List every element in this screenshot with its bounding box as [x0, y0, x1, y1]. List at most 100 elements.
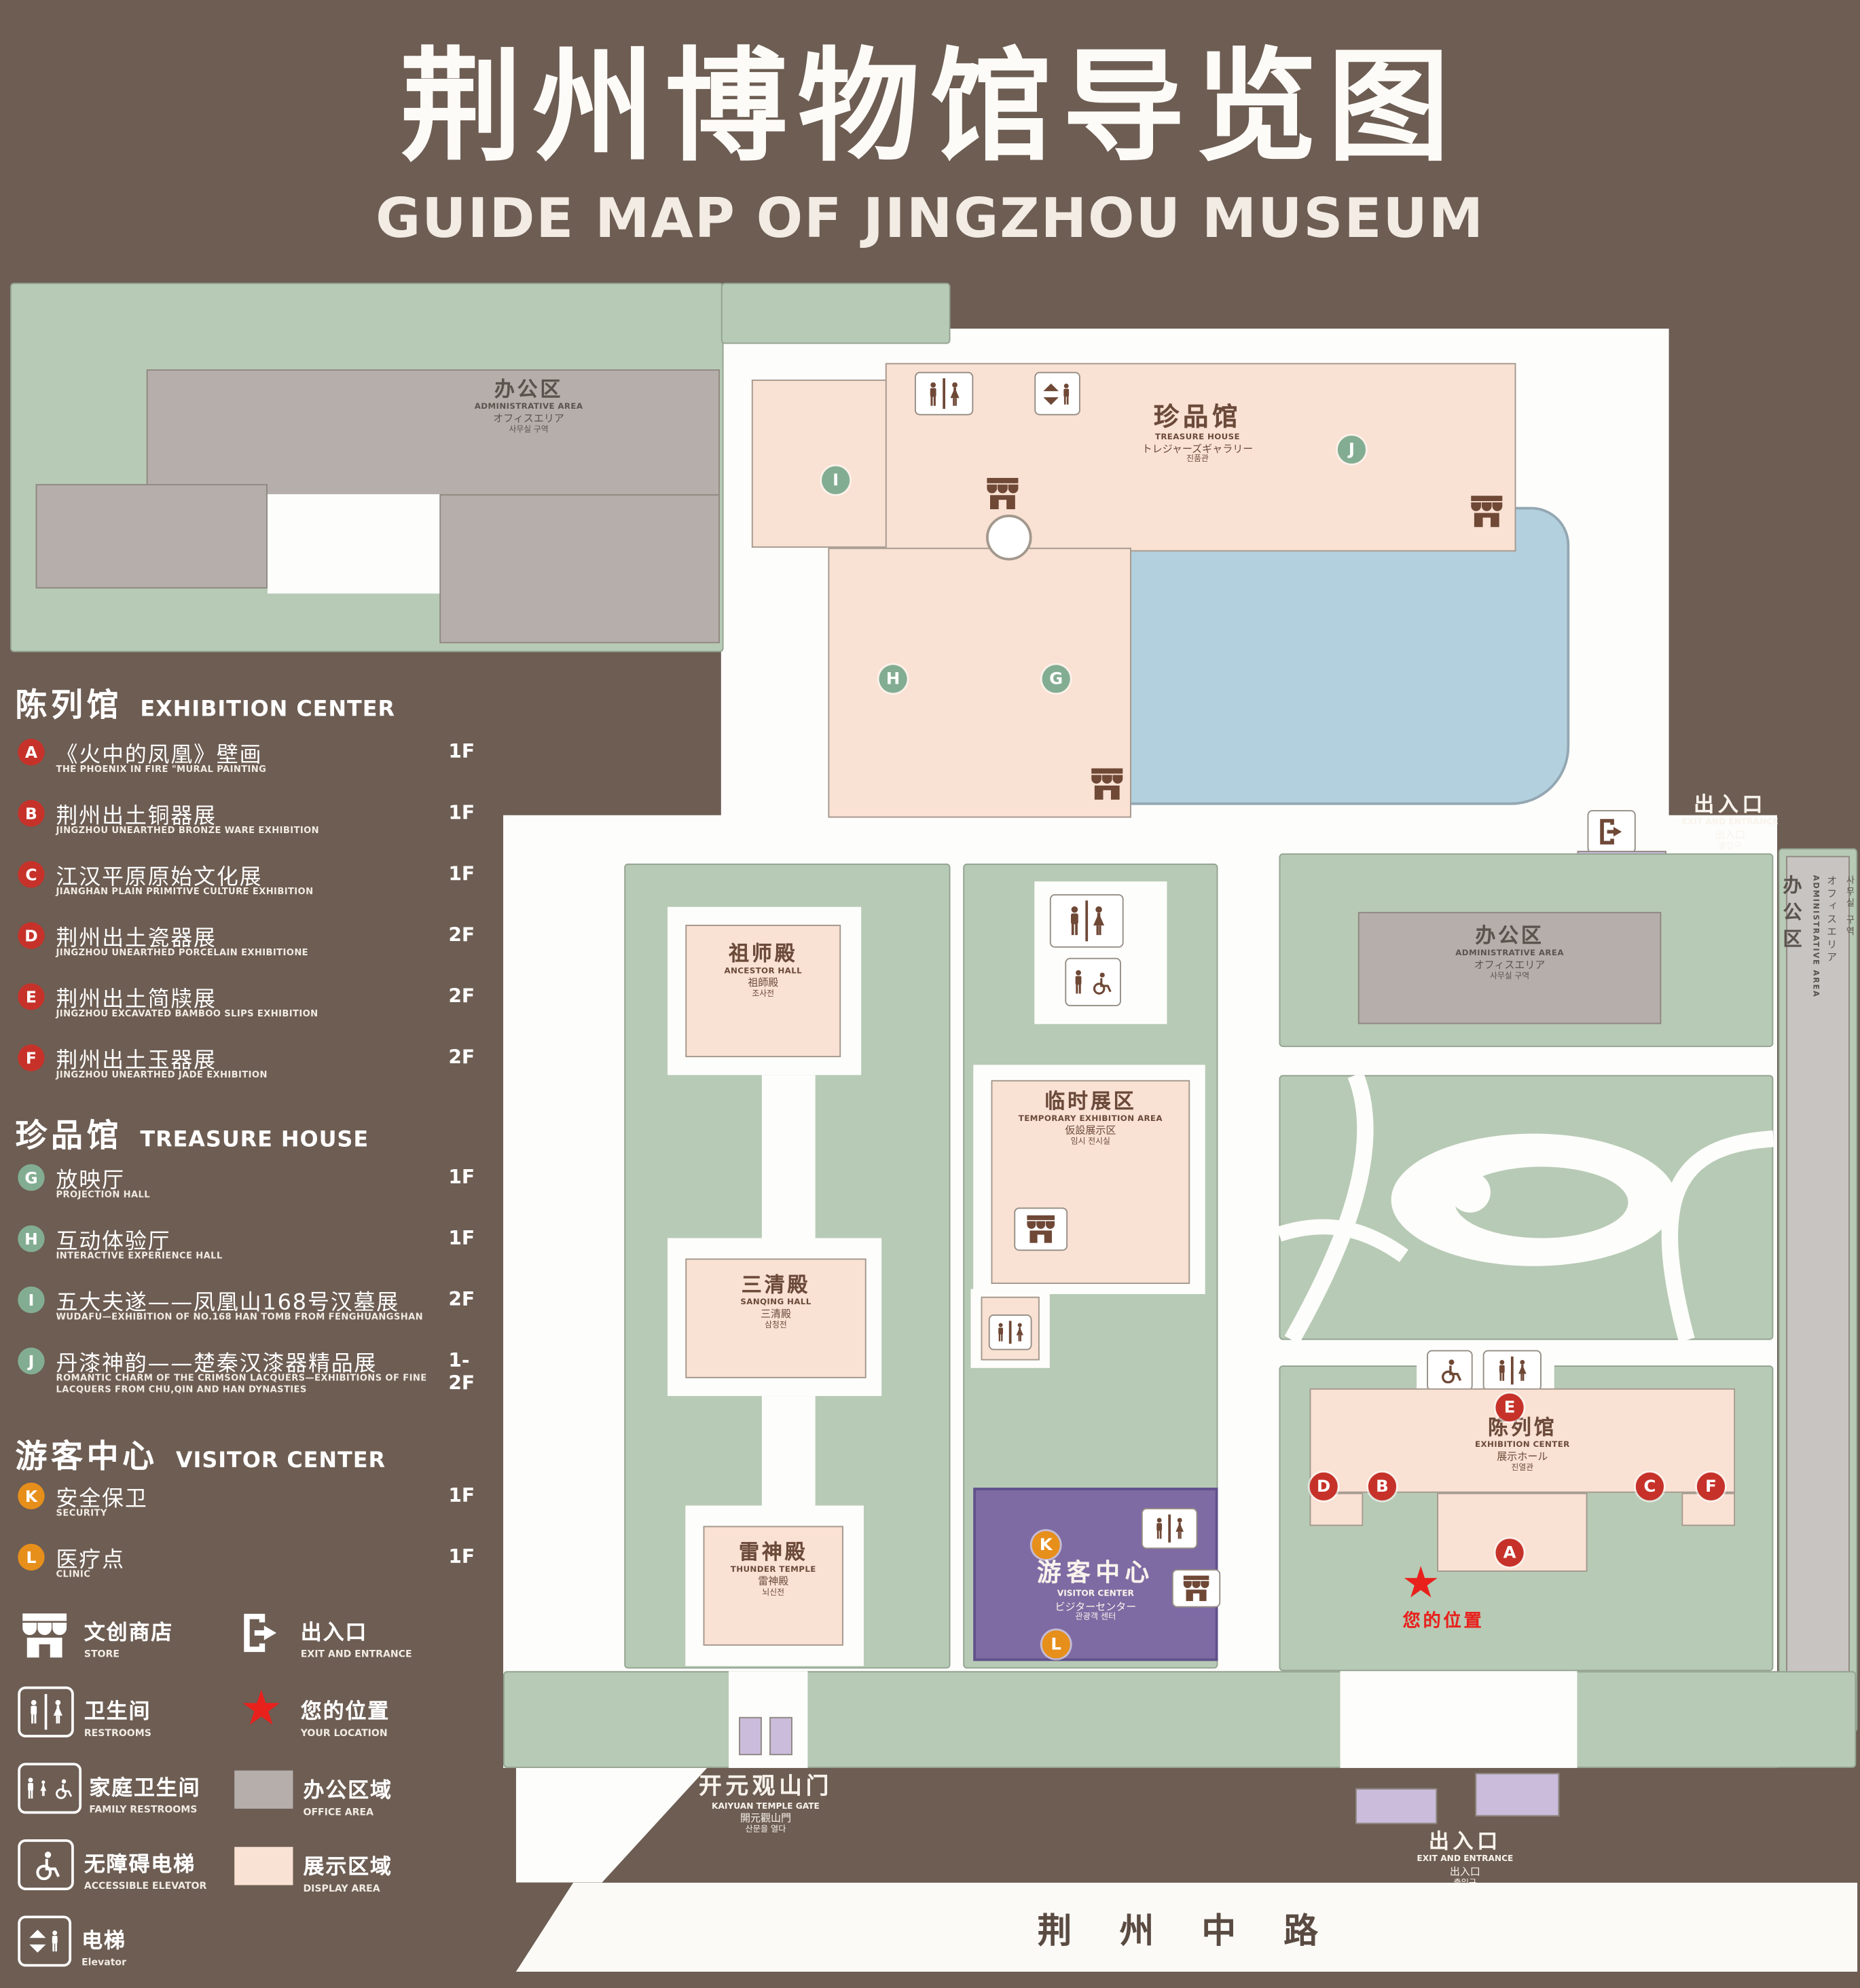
ancestor-hall-label: 祖师殿 ANCESTOR HALL 祖師殿 조사전: [691, 942, 836, 999]
admin-mid-en: ADMINISTRATIVE AREA: [1455, 949, 1564, 958]
item-zh: 医疗点: [56, 1547, 125, 1573]
accessible-elevator-icon: [18, 1839, 74, 1890]
admin-building-mid: [1357, 912, 1662, 1025]
section-zh: 陈列馆: [15, 686, 123, 724]
item-floor: 2F: [448, 1287, 475, 1311]
exit-east-en: EXIT AND ENTRANCE: [1681, 816, 1779, 827]
display-area-swatch: [234, 1847, 293, 1885]
item-en: ROMANTIC CHARM OF THE CRIMSON LACQUERS—E…: [56, 1373, 427, 1396]
key-en: YOUR LOCATION: [300, 1727, 388, 1739]
key-family-restrooms: 家庭卫生间 FAMILY RESTROOMS: [89, 1771, 201, 1815]
thunder-temple-building: [703, 1526, 843, 1646]
exhibition-en: EXHIBITION CENTER: [1475, 1440, 1570, 1450]
admin-north-en: ADMINISTRATIVE AREA: [474, 402, 583, 411]
key-location: 您的位置 YOUR LOCATION: [301, 1694, 390, 1739]
pond-pavilion: [986, 514, 1032, 561]
store-icon: [981, 474, 1025, 512]
header: 荆州博物馆导览图 GUIDE MAP OF JINGZHOU MUSEUM: [0, 0, 1860, 251]
marker-L: L: [1042, 1630, 1070, 1659]
path: [761, 1075, 816, 1241]
admin-east-ja: オフィスエリア: [1826, 875, 1838, 965]
restroom-icon: [914, 371, 974, 416]
divider: [1511, 1356, 1513, 1385]
exit-east-zh: 出入口: [1694, 792, 1767, 817]
south-exit-pad: [1475, 1773, 1560, 1817]
key-en: Elevator: [81, 1956, 127, 1968]
admin-courtyard: [267, 494, 440, 594]
admin-east-zh: 办公区: [1780, 875, 1804, 955]
letter-badge: C: [18, 861, 45, 888]
restroom-icon: [1049, 894, 1124, 948]
sanqing-en: SANQING HALL: [740, 1297, 812, 1307]
key-zh: 家庭卫生间: [89, 1775, 201, 1800]
section-zh: 珍品馆: [15, 1117, 123, 1154]
marker-K: K: [1032, 1530, 1060, 1560]
legend-item-C: C 江汉平原原始文化展 JIANGHAN PLAIN PRIMITIVE CUL…: [16, 858, 494, 917]
visitor-center-label: 游客中心 VISITOR CENTER ビジターセンター 관광객 센터: [983, 1559, 1207, 1623]
key-display-area: 展示区域 DISPLAY AREA: [303, 1849, 392, 1894]
legend-item-E: E 荆州出土简牍展 JINGZHOU EXCAVATED BAMBOO SLIP…: [16, 981, 494, 1039]
item-floor: 1F: [448, 801, 475, 824]
visitor-en: VISITOR CENTER: [1057, 1587, 1134, 1598]
legend-item-J: J 丹漆神韵——楚秦汉漆器精品展 ROMANTIC CHARM OF THE C…: [16, 1345, 494, 1426]
item-zh: 江汉平原原始文化展: [56, 864, 263, 891]
ancestor-ja: 祖師殿: [748, 977, 779, 989]
key-en: OFFICE AREA: [303, 1806, 373, 1818]
section-en: TREASURE HOUSE: [140, 1127, 369, 1153]
treasure-ja: トレジャーズギャラリー: [1142, 443, 1254, 455]
store-icon: [1014, 1207, 1068, 1251]
marker-I: I: [822, 466, 850, 494]
key-restrooms: 卫生间 RESTROOMS: [84, 1694, 151, 1739]
item-en: JINGZHOU UNEARTHED BRONZE WARE EXHIBITIO…: [56, 825, 319, 836]
thunder-en: THUNDER TEMPLE: [730, 1565, 816, 1575]
key-zh: 办公区域: [303, 1778, 393, 1803]
gate-ja: 開元觀山門: [740, 1813, 791, 1825]
marker-J: J: [1337, 435, 1366, 464]
treasure-house-main: [885, 363, 1516, 552]
admin-north-ko: 사무실 구역: [509, 425, 549, 435]
item-zh: 安全保卫: [56, 1486, 148, 1512]
marker-H: H: [879, 665, 907, 693]
divider: [45, 1694, 47, 1730]
item-floor: 1-2F: [448, 1348, 475, 1395]
key-zh: 卫生间: [84, 1699, 151, 1724]
admin-building-north-east-wing: [439, 494, 720, 644]
admin-building-east: 办公区 ADMINISTRATIVE AREA オフィスエリア 사무실 구역: [1781, 855, 1855, 1725]
item-en: SECURITY: [56, 1508, 107, 1519]
ancestor-ko: 조사전: [752, 989, 775, 999]
marker-E: E: [1495, 1393, 1524, 1422]
ancestor-zh: 祖师殿: [729, 941, 798, 966]
sanqing-ja: 三清殿: [760, 1308, 791, 1321]
key-en: STORE: [84, 1648, 120, 1660]
marker-D: D: [1309, 1472, 1338, 1501]
key-zh: 无障碍电梯: [84, 1852, 196, 1877]
item-zh: 荆州出土瓷器展: [56, 925, 217, 952]
key-zh: 电梯: [81, 1928, 126, 1953]
thunder-zh: 雷神殿: [739, 1540, 808, 1564]
legend-item-L: L 医疗点 CLINIC 1F: [16, 1541, 494, 1600]
page-title: 荆州博物馆导览图: [400, 35, 1460, 179]
gate-ko: 산문을 열다: [745, 1824, 786, 1835]
admin-north-zh: 办公区: [494, 377, 564, 401]
key-zh: 文创商店: [84, 1620, 174, 1644]
treasure-house-south-wing: [828, 547, 1131, 818]
item-zh: 荆州出土铜器展: [56, 803, 217, 830]
item-floor: 1F: [448, 1165, 475, 1189]
temporary-ko: 임시 전시실: [1070, 1137, 1110, 1146]
exit-east-ja: 出入口: [1715, 829, 1746, 841]
admin-mid-ja: オフィスエリア: [1474, 959, 1546, 972]
key-office-area: 办公区域 OFFICE AREA: [303, 1773, 392, 1818]
your-location-label: 您的位置: [1402, 1611, 1484, 1632]
gate-zh: 开元观山门: [698, 1773, 833, 1800]
item-zh: 互动体验厅: [56, 1229, 171, 1255]
exhibition-zh: 陈列馆: [1488, 1415, 1557, 1439]
sanqing-hall-label: 三清殿 SANQING HALL 三清殿 삼청전: [691, 1272, 861, 1330]
item-floor: 1F: [448, 1226, 475, 1250]
thunder-ko: 뇌신전: [762, 1587, 785, 1598]
key-exit: 出入口 EXIT AND ENTRANCE: [301, 1615, 412, 1659]
item-en: JINGZHOU UNEARTHED PORCELAIN EXHIBITIONE: [56, 947, 309, 958]
treasure-house-label: 珍品馆 TREASURE HOUSE トレジャーズギャラリー 진품관: [1076, 402, 1318, 465]
legend-item-H: H 互动体验厅 INTERACTIVE EXPERIENCE HALL 1F: [16, 1223, 494, 1281]
item-floor: 1F: [448, 1545, 475, 1568]
exit-east-label: 出入口 EXIT AND ENTRANCE 出入口 출입구: [1641, 792, 1819, 851]
